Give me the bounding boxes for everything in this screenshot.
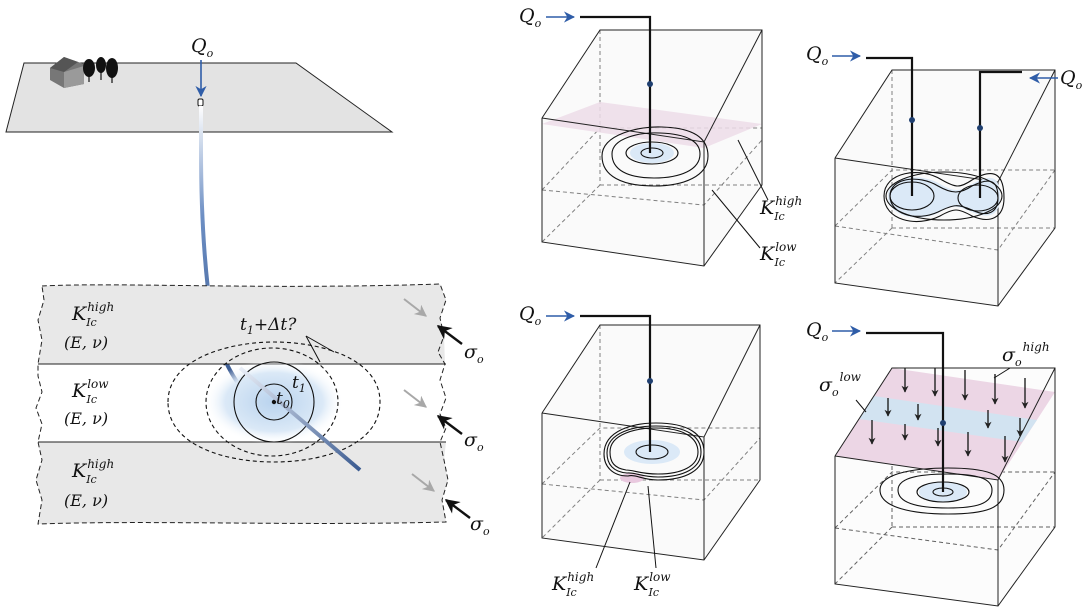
fracture-fill-c <box>624 440 680 464</box>
front-t1-dt <box>167 341 381 463</box>
injection-pipe-b1 <box>866 56 914 196</box>
stress-low-band <box>859 396 1037 442</box>
q0-label-c: Qo <box>519 303 542 328</box>
left-panel: Qo t0 t1 t1+Δt? <box>5 35 490 538</box>
front-dashed-inner <box>205 347 339 457</box>
t1-dt-leader-a <box>305 335 321 363</box>
injection-point <box>271 399 277 405</box>
q0-label-left: Qo <box>191 35 214 60</box>
q0-label-d: Qo <box>806 319 829 344</box>
t1-label: t1 <box>292 373 306 395</box>
stress-arrow-black-1 <box>436 325 463 345</box>
sigma-label-2: σo <box>464 429 484 454</box>
sigma-low-label: σolow <box>819 370 862 399</box>
q0-label-b2: Qo <box>1060 67 1083 92</box>
box-stress-contrast: Qo σohigh σolow <box>806 319 1056 607</box>
upper-layer-high <box>38 284 446 364</box>
elastic-middle-label: (E, ν) <box>64 409 108 428</box>
t1-dt-leader-b <box>305 335 335 353</box>
injection-pipe-a <box>580 15 652 153</box>
elastic-lower-label: (E, ν) <box>64 491 108 510</box>
front-t0 <box>255 383 293 421</box>
t0-label: t0 <box>276 389 290 411</box>
sigma-label-1: σo <box>464 341 484 366</box>
injection-pipe-d <box>866 331 945 492</box>
stress-arrow-gray-3 <box>411 473 435 492</box>
fracture-fill-a <box>630 143 674 163</box>
stress-arrow-black-2 <box>436 415 463 435</box>
ground-surface <box>5 62 394 133</box>
sigma-label-3: σo <box>470 513 490 538</box>
stress-arrow-black-3 <box>444 499 471 519</box>
wellhead-icon <box>197 98 204 107</box>
front-t1 <box>233 361 315 443</box>
stress-arrows-down <box>868 368 1029 463</box>
wellbore-lateral <box>238 366 362 472</box>
house-icon <box>50 57 84 88</box>
t1-dt-label: t1+Δt? <box>240 315 297 337</box>
sigma-high-label: σohigh <box>1002 340 1050 369</box>
q0-label-b1: Qo <box>806 43 829 68</box>
stress-arrow-gray-1 <box>403 298 427 317</box>
fracture-fill-b <box>888 177 1000 218</box>
q0-label-a: Qo <box>519 5 542 30</box>
tree-icon <box>83 57 118 83</box>
box-two-wells: Qo Qo <box>806 43 1083 307</box>
lower-layer-high <box>36 442 448 524</box>
formation-boundary <box>35 283 449 525</box>
injection-pipe-c <box>580 314 652 452</box>
stress-arrow-gray-2 <box>403 389 427 408</box>
injection-pipe-b2 <box>978 70 1022 198</box>
pipe-node-a <box>647 81 653 87</box>
elastic-upper-label: (E, ν) <box>64 333 108 352</box>
